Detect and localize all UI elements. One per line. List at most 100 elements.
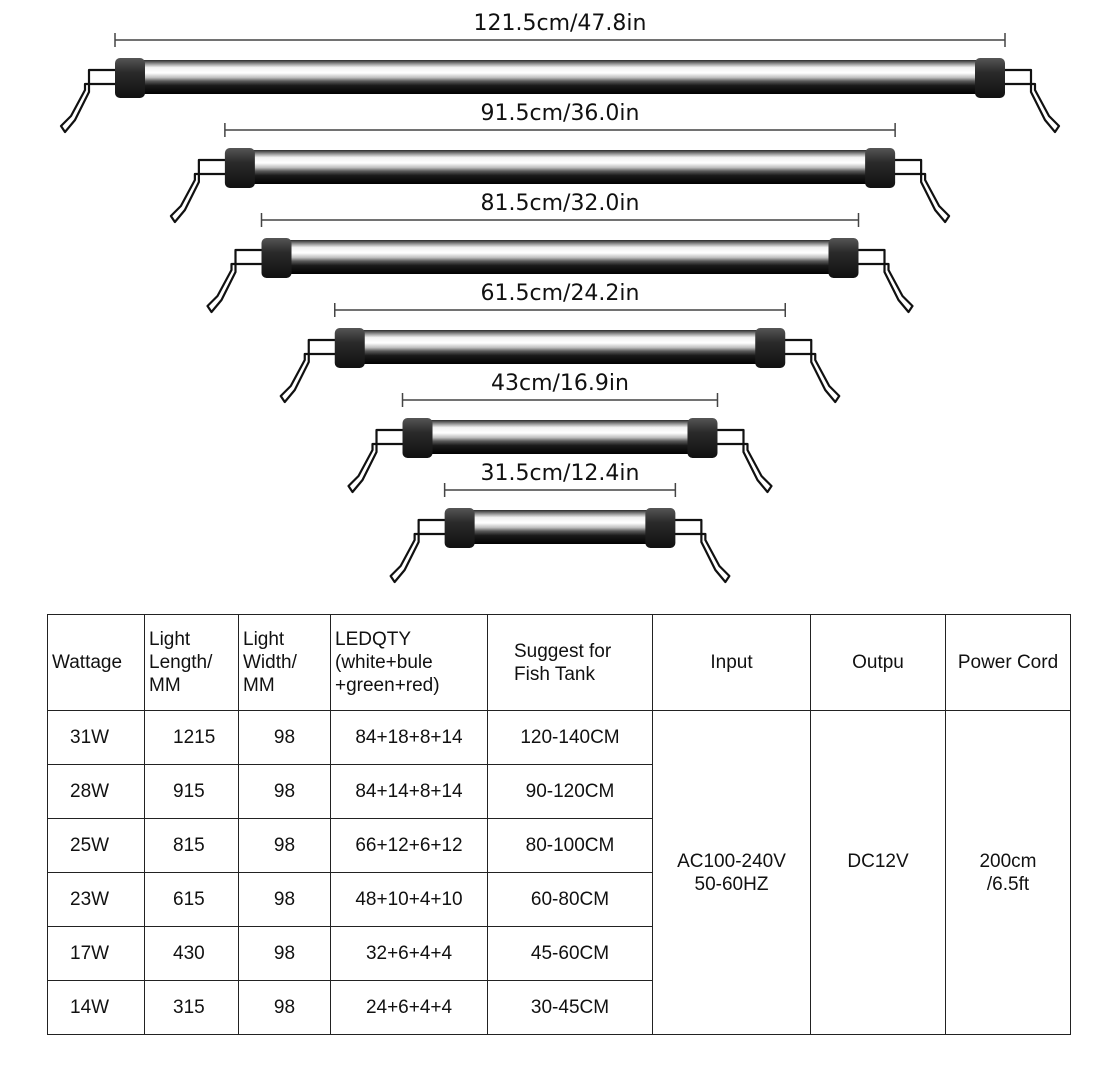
bracket-left — [59, 68, 121, 134]
light-bar-body — [342, 330, 778, 364]
cell-led-qty: 32+6+4+4 — [330, 926, 488, 981]
cell-width: 98 — [238, 710, 331, 765]
light-bar-group: 121.5cm/47.8in — [59, 11, 1061, 134]
cell-output-value: DC12V — [847, 850, 909, 872]
cell-wattage: 17W — [47, 926, 145, 981]
cell-led-qty: 24+6+4+4 — [330, 980, 488, 1035]
dimension-label: 81.5cm/32.0in — [481, 191, 640, 216]
cell-length: 815 — [144, 818, 239, 873]
header-fish-tank-line1: Suggest for — [514, 640, 612, 662]
cell-wattage: 14W — [47, 980, 145, 1035]
header-light-length-line2: Length/ — [149, 652, 213, 673]
light-bar-body — [269, 240, 851, 274]
end-cap-right — [755, 328, 786, 368]
header-light-width-line2: Width/ — [243, 652, 297, 673]
header-light-width: Light Width/ MM — [238, 614, 331, 711]
light-bar-body — [232, 150, 888, 184]
table-row: 14W 315 98 24+6+4+4 30-45CM — [47, 980, 1071, 1035]
table-header-row: Wattage Light Length/ MM Light Width/ MM… — [47, 614, 1071, 711]
header-light-width-line1: Light — [243, 629, 285, 650]
cell-fish-tank: 30-45CM — [487, 980, 653, 1035]
bracket-left — [169, 158, 231, 224]
cell-led-qty: 84+14+8+14 — [330, 764, 488, 819]
cell-wattage: 28W — [47, 764, 145, 819]
cell-fish-tank: 80-100CM — [487, 818, 653, 873]
bracket-left — [347, 428, 409, 494]
cell-length: 1215 — [144, 710, 239, 765]
cell-fish-tank: 90-120CM — [487, 764, 653, 819]
dimension-label: 91.5cm/36.0in — [481, 101, 640, 126]
header-wattage: Wattage — [47, 614, 145, 711]
cell-wattage: 25W — [47, 818, 145, 873]
header-power-cord: Power Cord — [945, 614, 1071, 711]
bracket-right — [999, 68, 1061, 134]
cell-width: 98 — [238, 818, 331, 873]
light-bar-body — [452, 510, 668, 544]
cell-length: 430 — [144, 926, 239, 981]
spec-table: Wattage Light Length/ MM Light Width/ MM… — [47, 614, 1071, 1035]
cell-length: 315 — [144, 980, 239, 1035]
dimension-label: 43cm/16.9in — [491, 371, 629, 396]
bracket-right — [889, 158, 951, 224]
bracket-right — [669, 518, 731, 584]
dimension-label: 61.5cm/24.2in — [481, 281, 640, 306]
light-bar-group: 81.5cm/32.0in — [206, 191, 914, 314]
table-row: 23W 615 98 48+10+4+10 60-80CM — [47, 872, 1071, 927]
cell-fish-tank: 45-60CM — [487, 926, 653, 981]
cell-power-cord-line2: /6.5ft — [986, 873, 1030, 895]
light-bar-group: 91.5cm/36.0in — [169, 101, 951, 224]
cell-led-qty: 66+12+6+12 — [330, 818, 488, 873]
header-input: Input — [652, 614, 811, 711]
end-cap-right — [687, 418, 718, 458]
end-cap-left — [334, 328, 365, 368]
table-row: 28W 915 98 84+14+8+14 90-120CM — [47, 764, 1071, 819]
header-fish-tank: Suggest for Fish Tank — [487, 614, 653, 711]
light-bar-body — [410, 420, 710, 454]
header-light-length-line1: Light — [149, 629, 191, 650]
bracket-right — [852, 248, 914, 314]
cell-led-qty: 84+18+8+14 — [330, 710, 488, 765]
header-output: Outpu — [810, 614, 946, 711]
cell-wattage: 23W — [47, 872, 145, 927]
cell-wattage: 31W — [47, 710, 145, 765]
bracket-left — [389, 518, 451, 584]
cell-input-line2: 50-60HZ — [694, 873, 769, 895]
end-cap-left — [224, 148, 255, 188]
bracket-left — [279, 338, 341, 404]
bracket-left — [206, 248, 268, 314]
cell-led-qty: 48+10+4+10 — [330, 872, 488, 927]
cell-width: 98 — [238, 980, 331, 1035]
cell-width: 98 — [238, 764, 331, 819]
header-led-qty-line3: +green+red) — [335, 675, 440, 696]
cell-input: AC100-240V 50-60HZ — [652, 710, 811, 1035]
header-fish-tank-line2: Fish Tank — [514, 663, 595, 685]
light-bar-group: 43cm/16.9in — [347, 371, 773, 494]
end-cap-left — [261, 238, 292, 278]
header-led-qty: LEDQTY (white+bule +green+red) — [330, 614, 488, 711]
end-cap-right — [828, 238, 859, 278]
end-cap-left — [444, 508, 475, 548]
end-cap-left — [115, 58, 145, 98]
light-bar-group: 31.5cm/12.4in — [389, 461, 731, 584]
dimension-label: 31.5cm/12.4in — [481, 461, 640, 486]
end-cap-right — [975, 58, 1005, 98]
cell-power-cord-line1: 200cm — [979, 850, 1037, 872]
light-bar-body — [123, 60, 997, 94]
header-led-qty-line2: (white+bule — [335, 652, 433, 673]
header-light-length-line3: MM — [149, 675, 181, 696]
cell-length: 915 — [144, 764, 239, 819]
light-bar-group: 61.5cm/24.2in — [279, 281, 841, 404]
header-light-width-line3: MM — [243, 675, 275, 696]
cell-width: 98 — [238, 926, 331, 981]
end-cap-right — [865, 148, 896, 188]
cell-fish-tank: 120-140CM — [487, 710, 653, 765]
cell-power-cord: 200cm /6.5ft — [945, 710, 1071, 1035]
header-light-length: Light Length/ MM — [144, 614, 239, 711]
cell-output: DC12V ​ — [810, 710, 946, 1035]
cell-input-line1: AC100-240V — [677, 850, 786, 872]
bracket-right — [779, 338, 841, 404]
cell-width: 98 — [238, 872, 331, 927]
header-led-qty-line1: LEDQTY — [335, 629, 412, 650]
cell-fish-tank: 60-80CM — [487, 872, 653, 927]
